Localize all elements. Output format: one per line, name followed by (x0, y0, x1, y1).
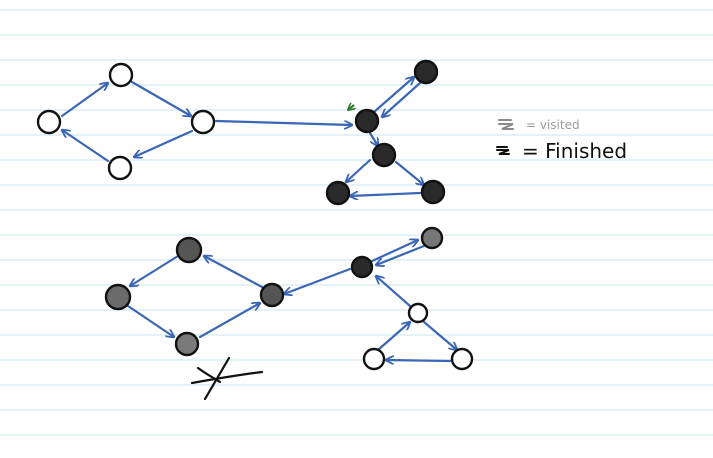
node-visited (175, 236, 203, 264)
edge (130, 254, 180, 286)
node-visited (420, 226, 444, 250)
edge (376, 322, 410, 352)
current-node-marker (348, 105, 354, 110)
node-unvisited (108, 62, 134, 88)
cross-mark (190, 356, 264, 401)
edge (348, 193, 422, 196)
edge (126, 304, 174, 337)
node-finished (325, 180, 351, 206)
edge (198, 303, 260, 339)
bottom-graph-nodes (104, 226, 474, 371)
node-finished (350, 255, 374, 279)
node-unvisited (107, 155, 133, 181)
node-unvisited (190, 109, 216, 135)
edge (372, 77, 414, 114)
edge (204, 256, 264, 289)
edge (394, 160, 424, 185)
edge (382, 81, 422, 117)
bottom-graph-edges (126, 240, 457, 361)
visited-swatch-icon (498, 119, 514, 130)
top-graph-nodes (36, 59, 446, 206)
edge (134, 129, 194, 157)
notebook-rules (0, 9, 713, 436)
node-visited (174, 331, 200, 357)
edge (284, 267, 352, 294)
edge (62, 130, 110, 163)
node-unvisited (36, 109, 62, 135)
edge (422, 320, 457, 350)
finished-swatch-icon (496, 146, 510, 155)
legend: = visited = Finished (496, 118, 627, 163)
edge (60, 83, 108, 118)
node-finished (413, 59, 439, 85)
edge (130, 80, 191, 116)
node-finished (371, 142, 397, 168)
edge (368, 131, 378, 146)
node-unvisited (407, 302, 429, 324)
legend-finished-label: = Finished (522, 139, 627, 163)
node-unvisited (450, 347, 474, 371)
edge (376, 276, 412, 308)
legend-visited-label: = visited (526, 118, 580, 132)
edge (384, 360, 452, 361)
node-finished (420, 179, 446, 205)
node-visited (259, 282, 285, 308)
edge (214, 119, 354, 125)
edge (376, 244, 426, 265)
top-graph-edges (62, 77, 424, 196)
node-visited (104, 283, 132, 311)
node-unvisited (362, 347, 386, 371)
node-finished (354, 108, 380, 134)
edge (346, 158, 372, 182)
